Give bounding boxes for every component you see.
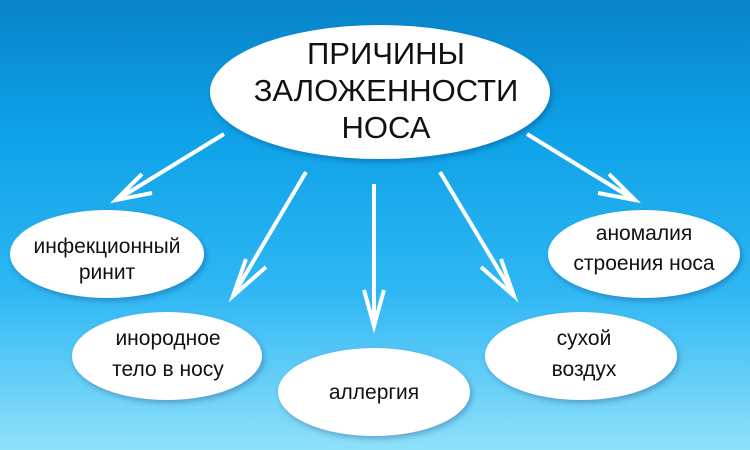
node-text-line-1: инфекционный	[34, 235, 181, 258]
node-text-line-1: аллергия	[329, 381, 419, 404]
node-text-line-1: сухой	[557, 327, 612, 350]
node-text-line-2: ринит	[79, 261, 136, 284]
center-node: ПРИЧИНЫ ЗАЛОЖЕННОСТИ НОСА	[210, 25, 550, 159]
arrow-to-anomaly	[525, 132, 641, 204]
arrow-to-dry-air	[438, 170, 519, 303]
node-nasal-anomaly: аномалия строения носа	[548, 210, 740, 298]
node-text-line-2: тело в носу	[112, 358, 224, 381]
node-dry-air: сухой воздух	[485, 312, 677, 400]
center-line-1: ПРИЧИНЫ	[307, 36, 465, 71]
node-text-line-2: воздух	[552, 358, 617, 381]
center-line-2: ЗАЛОЖЕННОСТИ	[254, 73, 519, 108]
node-foreign-body: инородное тело в носу	[72, 312, 262, 400]
node-text-line-2: строения носа	[573, 252, 714, 275]
node-infectious-rhinitis: инфекционный ринит	[10, 210, 204, 298]
node-text-line-1: инородное	[115, 327, 220, 350]
arrow-to-foreign-body	[228, 170, 308, 303]
arrow-to-allergy	[362, 184, 386, 334]
node-text-line-1: аномалия	[596, 222, 692, 245]
node-allergy: аллергия	[278, 348, 470, 436]
arrow-to-infection	[109, 132, 226, 204]
center-line-3: НОСА	[342, 110, 431, 145]
arrows	[109, 132, 641, 334]
